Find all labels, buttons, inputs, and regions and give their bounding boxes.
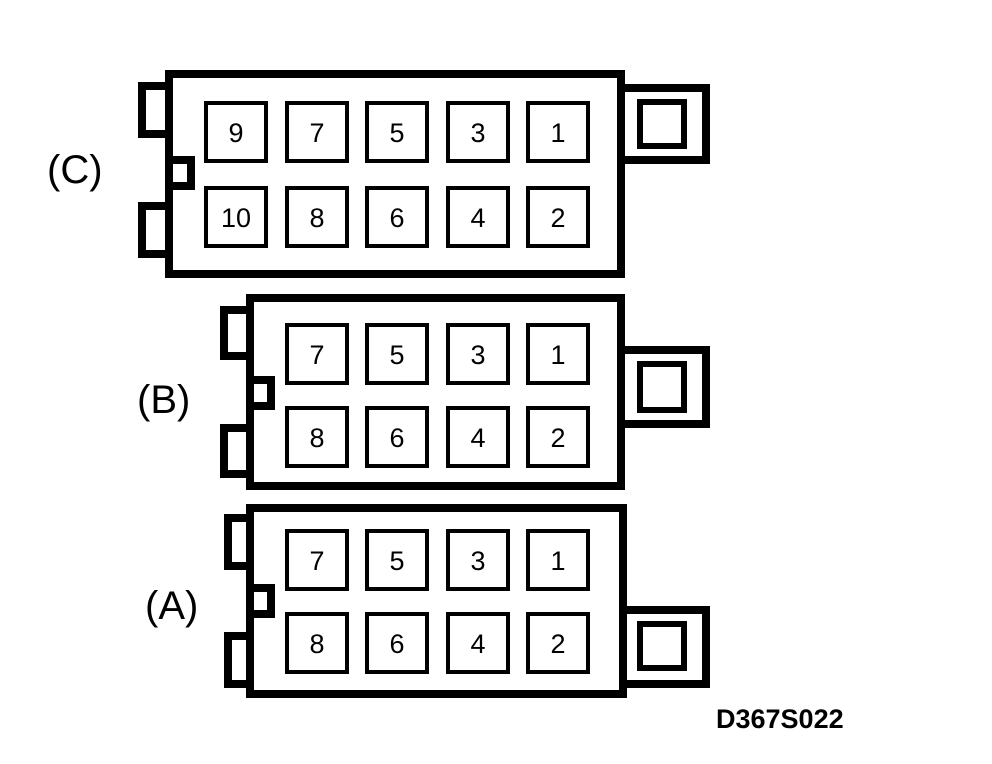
pin-cavity [526, 101, 590, 163]
figure-id: D367S022 [716, 704, 844, 734]
pin-number: 5 [389, 546, 404, 576]
pin-cavity [365, 406, 429, 468]
pin-cavity [365, 529, 429, 591]
pin-number: 2 [550, 203, 565, 233]
pin-number: 2 [550, 423, 565, 453]
pin-cavity [285, 323, 349, 385]
pin-cavity [446, 101, 510, 163]
pin-number: 7 [309, 340, 324, 370]
pin-number: 4 [470, 629, 485, 659]
connector-c-pins [204, 101, 590, 248]
pin-cavity [365, 612, 429, 674]
pin-cavity [446, 612, 510, 674]
pin-cavity [365, 101, 429, 163]
connector-a-pin-numbers: 7 5 3 1 8 6 4 2 [309, 546, 565, 659]
connector-b-pin-numbers: 7 5 3 1 8 6 4 2 [309, 340, 565, 453]
connector-b-pins [285, 323, 590, 468]
pin-cavity [285, 186, 349, 248]
pin-cavity [204, 186, 268, 248]
pin-cavity [285, 612, 349, 674]
pin-cavity [526, 612, 590, 674]
connector-a: (A) 7 5 3 1 8 6 4 2 [145, 504, 710, 698]
pin-number: 3 [470, 546, 485, 576]
pin-number: 9 [228, 118, 243, 148]
connector-b-label: (B) [137, 378, 190, 422]
connector-c: (C) 9 7 5 3 1 10 8 6 4 2 [47, 70, 710, 278]
pin-number: 4 [470, 203, 485, 233]
pin-cavity [446, 323, 510, 385]
connector-a-pins [285, 529, 590, 674]
connector-c-label: (C) [47, 148, 103, 192]
pin-cavity [526, 529, 590, 591]
pin-number: 8 [309, 203, 324, 233]
pin-number: 3 [470, 118, 485, 148]
pin-cavity [446, 529, 510, 591]
connector-a-label: (A) [145, 584, 198, 628]
pin-number: 3 [470, 340, 485, 370]
pin-cavity [446, 186, 510, 248]
pin-number: 6 [389, 629, 404, 659]
connector-c-pin-numbers: 9 7 5 3 1 10 8 6 4 2 [221, 118, 566, 233]
pin-number: 8 [309, 423, 324, 453]
pin-cavity [526, 323, 590, 385]
pin-cavity [526, 406, 590, 468]
pin-cavity [526, 186, 590, 248]
pin-number: 4 [470, 423, 485, 453]
pin-number: 10 [221, 203, 251, 233]
connector-b: (B) 7 5 3 1 8 6 4 2 [137, 294, 710, 490]
pin-number: 7 [309, 118, 324, 148]
pin-cavity [365, 323, 429, 385]
connector-b-housing [220, 294, 710, 490]
pin-number: 7 [309, 546, 324, 576]
pin-number: 1 [550, 546, 565, 576]
pin-cavity [365, 186, 429, 248]
connector-a-housing [224, 504, 710, 698]
pin-number: 2 [550, 629, 565, 659]
pin-cavity [285, 101, 349, 163]
pin-number: 1 [550, 118, 565, 148]
pin-number: 6 [389, 203, 404, 233]
pin-cavity [285, 529, 349, 591]
pin-number: 8 [309, 629, 324, 659]
pin-number: 5 [389, 340, 404, 370]
pin-cavity [285, 406, 349, 468]
pin-cavity [204, 101, 268, 163]
pin-cavity [446, 406, 510, 468]
pin-number: 6 [389, 423, 404, 453]
connector-c-housing [138, 70, 710, 278]
pin-number: 5 [389, 118, 404, 148]
pin-number: 1 [550, 340, 565, 370]
